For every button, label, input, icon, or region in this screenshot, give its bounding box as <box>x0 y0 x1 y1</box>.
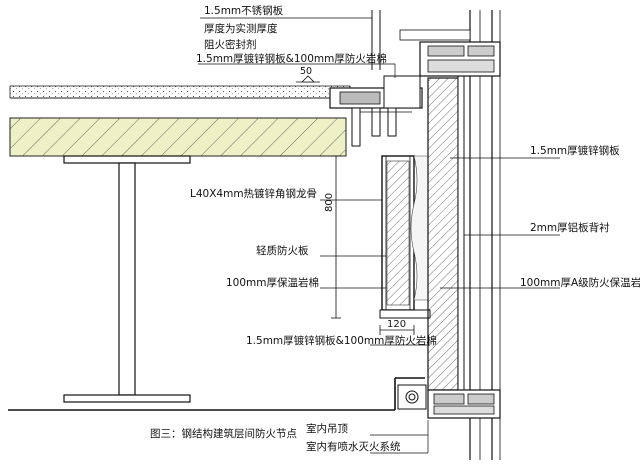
label-bottom-galv-rockwool: 1.5mm厚镀锌钢板&100mm厚防火岩棉 <box>246 334 437 347</box>
elevation-text: 50 <box>300 66 312 77</box>
dimension-800: 800 <box>324 155 341 319</box>
top-transom <box>399 29 501 77</box>
concrete-slab <box>9 117 347 157</box>
label-a-grade-rockwool: 100mm厚A级防火保温岩棉 <box>520 276 640 289</box>
label-aluminum-back: 2mm厚铝板背衬 <box>530 221 610 234</box>
elevation-mark: 50 <box>296 66 320 83</box>
bottom-transom <box>427 389 501 419</box>
slab-edge-bracket <box>329 75 423 147</box>
caption: 图三：钢结构建筑层间防火节点 <box>150 427 297 440</box>
steel-i-beam <box>63 155 191 403</box>
ceiling-vent-box <box>397 384 427 410</box>
label-stainless-plate: 1.5mm不锈钢板 <box>204 4 284 17</box>
bottom-plate <box>379 309 431 319</box>
dimension-120: 120 <box>379 319 415 335</box>
label-sprinkler: 室内有喷水灭火系统 <box>306 440 401 453</box>
label-insul-rockwool: 100mm厚保温岩棉 <box>226 276 319 289</box>
label-thickness-note: 厚度为实测厚度 <box>204 22 278 35</box>
fireboard-box <box>381 155 415 311</box>
ceiling-line <box>8 377 425 411</box>
floor-screed <box>9 85 351 99</box>
dim-800-text: 800 <box>324 193 335 212</box>
label-light-fireboard: 轻质防火板 <box>256 244 309 257</box>
dim-120-text: 120 <box>387 319 406 330</box>
label-right-galv-plate: 1.5mm厚镀锌钢板 <box>530 144 620 157</box>
leader-lines <box>198 12 560 454</box>
insulation-band <box>410 155 429 301</box>
aluminum-backing <box>457 69 465 391</box>
label-angle-keel: L40X4mm热镀锌角钢龙骨 <box>190 187 317 200</box>
label-top-galv-rockwool: 1.5mm厚镀锌钢板&100mm厚防火岩棉 <box>196 52 387 65</box>
label-fire-sealant: 阻火密封剂 <box>204 38 257 51</box>
label-ceiling: 室内吊顶 <box>306 422 348 435</box>
